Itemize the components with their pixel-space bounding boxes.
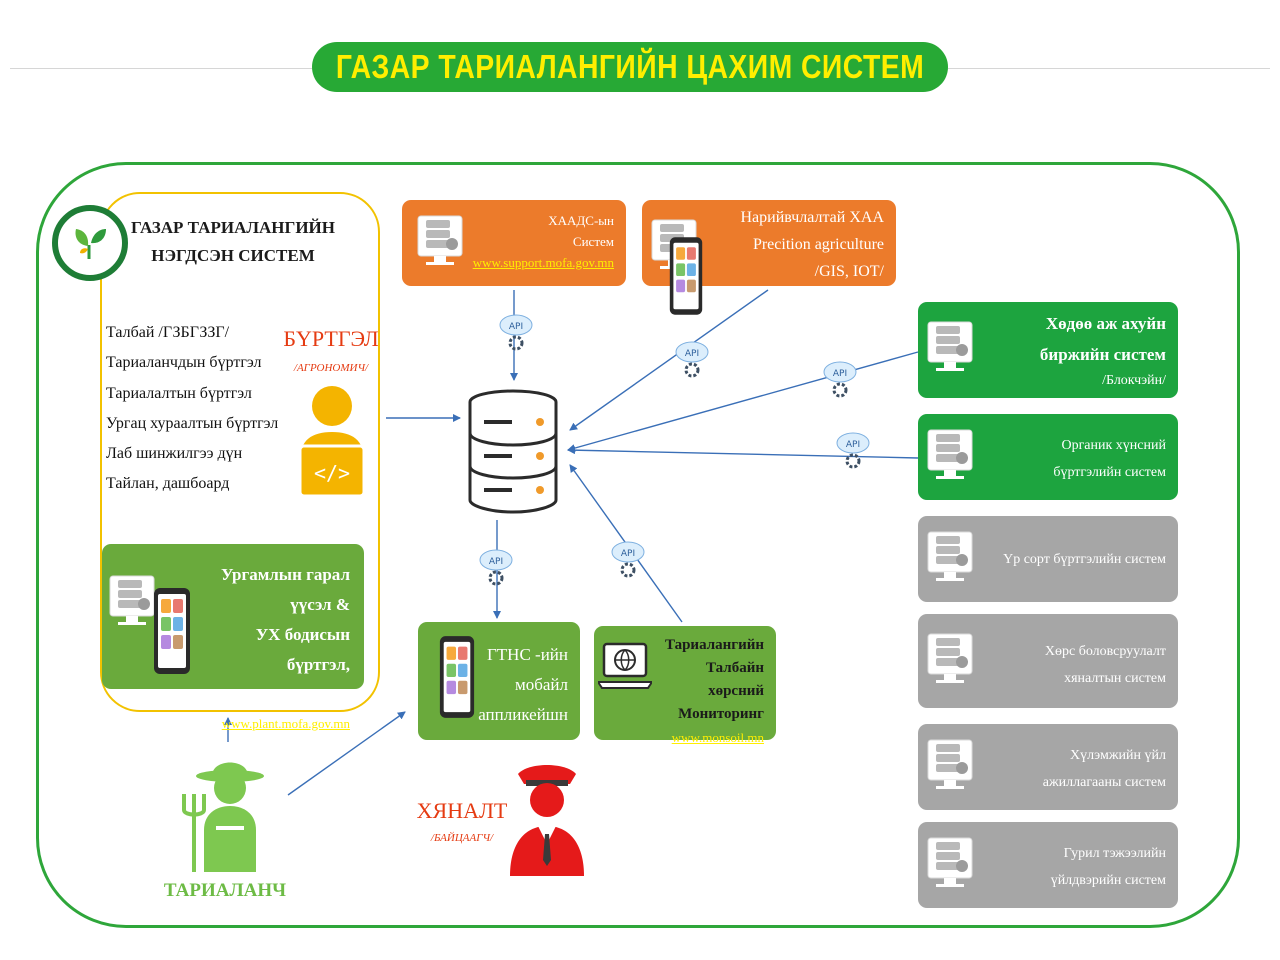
commodity-exchange-label: Хөдөө аж ахуйн биржийн систем /Блокчэйн/ [986,308,1166,392]
haads-label: ХААДС-ын Систем www.support.mofa.gov.mn [466,210,614,273]
label-line: Үр сорт бүртгэлийн систем [1003,552,1166,567]
label-line: Хөрс боловсруулалт [1044,644,1166,659]
unified-system-heading: ГАЗАР ТАРИАЛАНГИЙН НЭГДСЭН СИСТЕМ [128,214,338,270]
page-title-banner: ГАЗАР ТАРИАЛАНГИЙН ЦАХИМ СИСТЕМ [312,42,948,92]
precision-agriculture-label: Нарийвчлалтай ХАА Precition agriculture … [706,204,885,285]
label-line: мобайл [514,675,568,694]
api-badge: API [823,361,857,398]
label-line: Органик хүнсний [1061,438,1166,453]
greenhouse-label: Хүлэмжийн үйл ажиллагааны систем [986,742,1166,796]
database-monitor-icon [927,739,973,789]
label-line: Гурил тэжээлийн [1063,846,1166,861]
svg-text:API: API [846,440,860,450]
system-frame [36,162,1240,928]
soil-monitoring-link[interactable]: www.monsoil.mn [671,730,764,745]
laptop-globe-icon [598,642,652,689]
mobile-app-label: ГТНС -ийн мобайл аппликейшн [476,640,568,730]
label-line: ГТНС -ийн [486,645,568,664]
page-title: ГАЗАР ТАРИАЛАНГИЙН ЦАХИМ СИСТЕМ [335,48,925,85]
svg-text:</>: </> [314,461,350,485]
smartphone-icon [669,237,703,315]
inspector-icon [510,765,584,876]
flour-feed-label: Гурил тэжээлийн үйлдвэрийн систем [986,840,1166,894]
label-line: Ургамлын гарал үүсэл & [220,565,350,614]
database-monitor-icon [927,321,973,371]
arrow-precision-to-db [569,289,769,431]
label-line: Нарийвчлалтай ХАА [740,209,885,226]
label-line: Талбайн хөрсний [706,660,764,699]
farmer-label: ТАРИАЛАНЧ [163,880,287,901]
list-item: Тариалалтын бүртгэл [106,384,252,402]
database-monitor-icon [109,575,155,625]
sprout-icon [75,229,106,259]
api-badge: API [675,341,709,378]
svg-text:API: API [489,557,503,567]
central-database-icon [468,389,558,514]
organic-food-label: Органик хүнсний бүртгэлийн систем [986,432,1166,486]
inspector-role-title: ХЯНАЛТ [416,798,508,823]
api-badge: API [611,541,645,578]
svg-text:API: API [685,349,699,359]
label-line: аппликейшн [478,705,568,724]
label-line: Хүлэмжийн үйл [1070,748,1166,763]
list-item: Тариаланчдын бүртгэл [106,354,262,372]
api-badge: API [836,432,870,469]
logo [52,205,128,281]
registration-role-subtitle: /АГРОНОМИЧ/ [293,362,369,374]
agronomist-icon: </> [298,386,366,498]
svg-text:API: API [509,322,523,332]
svg-text:API: API [833,369,847,379]
registry-list: Талбай /ГЗБГЗЗГ/ Тариаланчдын бүртгэл Та… [106,318,296,500]
label-line: /GIS, IOT/ [814,263,884,280]
arrow-exchange-to-db [567,351,919,452]
label-line: Тариалангийн [664,637,764,653]
list-item: Ургац хураалтын бүртгэл [106,414,279,432]
list-item: Тайлан, дашбоард [106,475,230,493]
inspector-role-subtitle: /БАЙЦААГЧ/ [430,832,494,844]
title-rule-left [10,68,312,69]
title-rule-right [948,68,1270,69]
database-monitor-icon [417,215,463,265]
label-line: Мониторинг [678,706,764,722]
heading-line: ГАЗАР ТАРИАЛАНГИЙН [130,218,335,237]
database-monitor-icon [927,633,973,683]
svg-text:API: API [621,549,635,559]
label-line: Систем [572,234,614,249]
seed-variety-label: Үр сорт бүртгэлийн систем [980,548,1166,572]
label-line: хяналтын систем [216,685,350,704]
label-line: Хөдөө аж ахуйн [1045,314,1166,333]
label-line: /Блокчэйн/ [1102,373,1166,388]
smartphone-icon [439,636,475,718]
database-monitor-icon [927,429,973,479]
plant-registry-label: Ургамлын гарал үүсэл & УХ бодисын бүртгэ… [192,560,350,738]
haads-link[interactable]: www.support.mofa.gov.mn [472,255,614,270]
farmer-icon [182,762,264,872]
list-item: Талбай /ГЗБГЗЗГ/ [106,324,230,341]
label-line: УХ бодисын бүртгэл, [255,625,350,674]
arrow-organic-to-db [567,446,919,459]
database-monitor-icon [927,837,973,887]
label-line: Precition agriculture [752,236,884,253]
database-monitor-icon [927,531,973,581]
plant-registry-link[interactable]: www.plant.mofa.gov.mn [221,716,350,731]
api-badge: API [479,549,513,586]
registration-role-title: БҮРТГЭЛ [283,326,379,351]
label-line: биржийн систем [1039,345,1166,364]
soil-tillage-label: Хөрс боловсруулалт хяналтын систем [986,638,1166,692]
label-line: үйлдвэрийн систем [1050,873,1166,888]
label-line: ажиллагааны систем [1042,775,1166,790]
heading-line: НЭГДСЭН СИСТЕМ [151,246,315,265]
soil-monitoring-label: Тариалангийн Талбайн хөрсний Мониторинг … [650,634,764,749]
arrow-farmer-to-mobile [287,711,406,796]
label-line: хяналтын систем [1064,671,1166,686]
list-item: Лаб шинжилгээ дүн [106,445,243,463]
label-line: бүртгэлийн систем [1053,465,1166,480]
label-line: ХААДС-ын [548,213,614,228]
smartphone-icon [154,588,190,674]
api-badge: API [499,314,533,351]
